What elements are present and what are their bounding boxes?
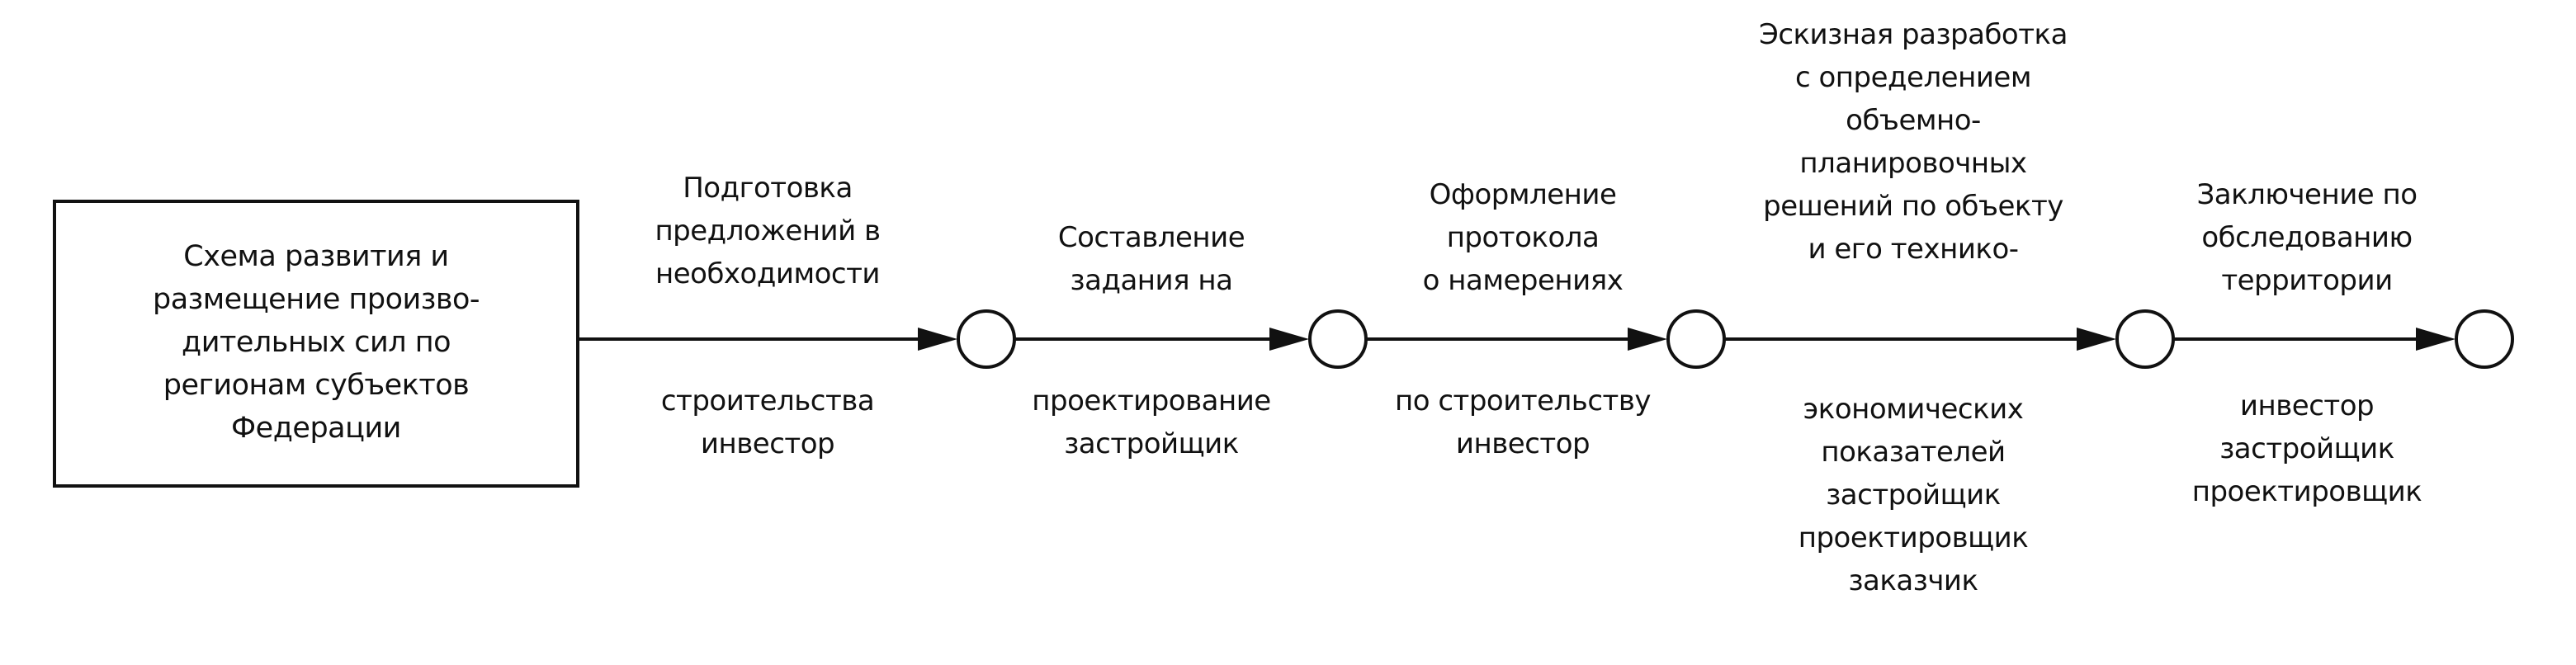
edge-label-line: задания на <box>1070 264 1233 297</box>
arrow-head <box>918 328 957 351</box>
edge-label-line: показателей <box>1821 436 2006 469</box>
edge-label-line: территории <box>2221 264 2393 297</box>
edge-label-line: Заключение по <box>2196 178 2418 211</box>
arrow-head <box>1269 328 1309 351</box>
edge-5 <box>2173 328 2455 351</box>
source-box-line: дительных сил по <box>181 326 451 359</box>
edge-label-line: необходимости <box>655 257 881 290</box>
edge-label-line: решений по объекту <box>1763 190 2063 223</box>
edge-label-line: застройщик <box>1826 479 2001 512</box>
node-circle-5 <box>2455 309 2514 369</box>
edge-label-line: обследованию <box>2201 221 2413 254</box>
edge-5-label-below: инвестор застройщик проектировщик <box>2192 384 2422 513</box>
edge-label-line: экономических <box>1803 393 2024 426</box>
edge-label-line: заказчик <box>1848 564 1978 597</box>
edge-label-line: по строительству <box>1395 384 1651 417</box>
edge-1-label-below: строительства инвестор <box>660 380 875 465</box>
edge-label-line: проектировщик <box>2191 475 2422 508</box>
source-box-label: Схема развития и размещение произво- дит… <box>153 235 480 450</box>
edge-label-line: планировочных <box>1799 147 2027 180</box>
edge-4-label-below: экономических показателей застройщик про… <box>1798 388 2029 602</box>
edge-2-label-below: проектирование застройщик <box>1032 380 1271 465</box>
edge-label-line: о намерениях <box>1422 264 1624 297</box>
edge-5-label-above: Заключение по обследованию территории <box>2196 173 2418 302</box>
node-circle-3 <box>1666 309 1726 369</box>
edge-label-line: застройщик <box>1064 427 1239 460</box>
edge-2 <box>1014 328 1309 351</box>
edge-label-line: протокола <box>1446 221 1600 254</box>
edge-label-line: объемно- <box>1846 104 1981 137</box>
edge-3-label-above: Оформление протокола о намерениях <box>1423 173 1624 302</box>
edge-label-line: Составление <box>1057 221 1245 254</box>
source-box-line: Федерации <box>231 412 401 445</box>
source-box <box>53 200 579 488</box>
node-circle-1 <box>957 309 1016 369</box>
edge-label-line: застройщик <box>2219 432 2394 465</box>
edge-4 <box>1724 328 2116 351</box>
edge-label-line: проектирование <box>1032 384 1271 417</box>
source-box-line: Схема развития и <box>183 240 449 273</box>
edge-label-line: Эскизная разработка <box>1759 18 2068 51</box>
edge-label-line: Оформление <box>1429 178 1617 211</box>
edge-label-line: инвестор <box>1455 427 1591 460</box>
node-circle-4 <box>2115 309 2175 369</box>
source-box-line: размещение произво- <box>152 283 480 316</box>
edge-3-label-below: по строительству инвестор <box>1395 380 1651 465</box>
node-circle-2 <box>1308 309 1368 369</box>
edge-label-line: и его технико- <box>1808 233 2019 266</box>
edge-1 <box>578 328 957 351</box>
edge-label-line: инвестор <box>2239 389 2375 422</box>
edge-3 <box>1366 328 1667 351</box>
arrow-head <box>1628 328 1667 351</box>
edge-label-line: предложений в <box>655 215 881 248</box>
edge-label-line: Подготовка <box>683 172 853 205</box>
source-box-line: регионам субъектов <box>163 369 470 402</box>
edge-label-line: с определением <box>1794 61 2032 94</box>
edge-label-line: строительства <box>660 384 875 417</box>
edge-label-line: проектировщик <box>1798 521 2029 554</box>
edge-label-line: инвестор <box>700 427 835 460</box>
edge-2-label-above: Составление задания на <box>1058 216 1245 302</box>
edge-1-label-above: Подготовка предложений в необходимости <box>655 167 881 295</box>
arrow-head <box>2416 328 2455 351</box>
arrow-head <box>2077 328 2116 351</box>
edge-4-label-above: Эскизная разработка с определением объем… <box>1759 13 2068 271</box>
